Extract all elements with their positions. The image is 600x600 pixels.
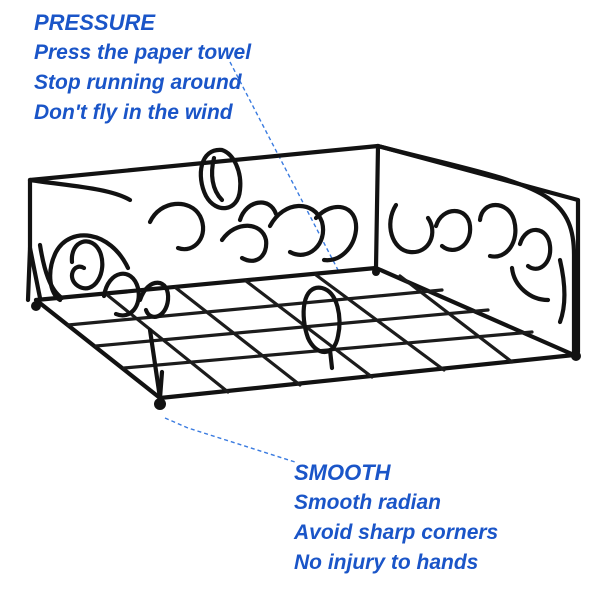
pressure-line-3: Don't fly in the wind bbox=[34, 101, 233, 124]
smooth-line-1: Smooth radian bbox=[294, 491, 442, 514]
smooth-heading: SMOOTH bbox=[294, 460, 391, 485]
foot bbox=[372, 268, 380, 276]
smooth-line-2: Avoid sharp corners bbox=[294, 521, 499, 544]
pressure-heading: PRESSURE bbox=[34, 10, 156, 35]
wire-basket bbox=[25, 143, 581, 410]
pressure-callout: PRESSURE Press the paper towel Stop runn… bbox=[34, 8, 251, 128]
pressure-line-1: Press the paper towel bbox=[34, 41, 252, 64]
pressure-line-2: Stop running around bbox=[34, 71, 242, 94]
smooth-line-3: No injury to hands bbox=[294, 551, 479, 574]
foot bbox=[31, 301, 41, 311]
foot bbox=[571, 351, 581, 361]
smooth-leader-line bbox=[164, 417, 296, 463]
foot bbox=[154, 398, 166, 410]
smooth-callout: SMOOTH Smooth radian Avoid sharp corners… bbox=[294, 458, 498, 578]
